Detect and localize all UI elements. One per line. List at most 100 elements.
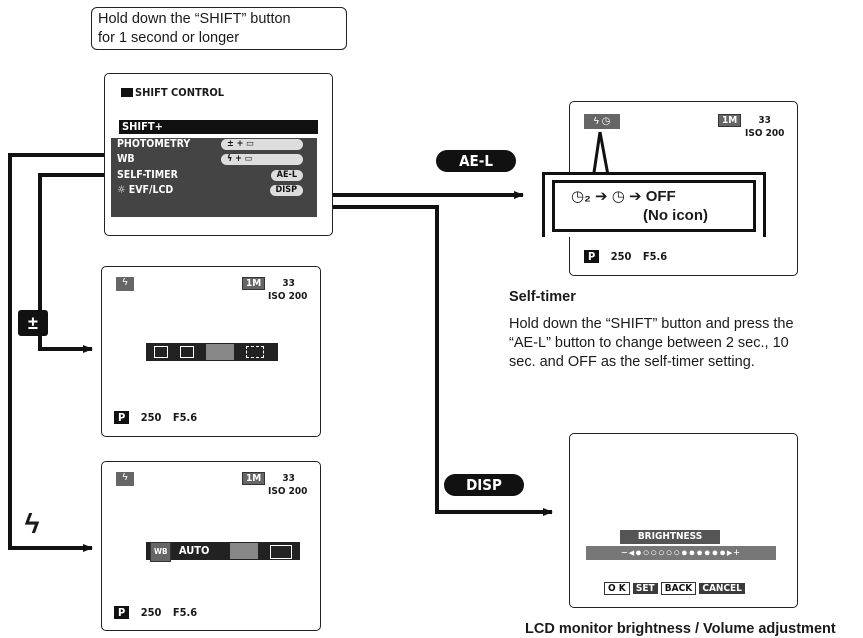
- timer-10s-icon: ◷: [611, 188, 625, 205]
- menu-item-label: PHOTOMETRY: [117, 138, 191, 150]
- iso-value: ISO 200: [268, 486, 308, 497]
- iso-value: ISO 200: [745, 128, 785, 139]
- wb-key-pill: ϟ + ▭: [221, 154, 303, 165]
- shift-row: SHIFT+: [119, 120, 318, 134]
- brightness-controls: O K SET BACK CANCEL: [604, 582, 745, 595]
- size-frames: 1M 33: [718, 114, 771, 127]
- cancel-label: CANCEL: [699, 583, 745, 594]
- plus-sign: +: [236, 139, 244, 149]
- self-timer-line-3: sec. and OFF as the self-timer setting.: [509, 354, 755, 370]
- lcd-caption: LCD monitor brightness / Volume adjustme…: [525, 621, 836, 637]
- exposure-readout: P 250 F5.6: [584, 250, 667, 263]
- self-timer-line-2: “AE-L” button to change between 2 sec., …: [509, 335, 789, 351]
- disp-key-pill: DISP: [269, 185, 303, 196]
- wb-fluorescent-2-icon[interactable]: [270, 545, 292, 559]
- status-icons: ϟ ◷: [584, 114, 620, 129]
- menu-item-label: WB: [117, 153, 135, 165]
- shutter-value: 250: [140, 411, 162, 424]
- shutter-value: 250: [140, 606, 162, 619]
- wb-label: WB: [150, 542, 172, 562]
- frame-count: 33: [282, 278, 295, 289]
- iso-value: ISO 200: [268, 291, 308, 302]
- aperture-value: F5.6: [172, 411, 198, 424]
- shift-instruction-callout: Hold down the “SHIFT” button for 1 secon…: [91, 7, 347, 50]
- mode-badge: P: [114, 411, 130, 424]
- mode-badge: P: [584, 250, 600, 263]
- wb-fluorescent-1-icon[interactable]: [230, 543, 258, 559]
- exposure-compensation-icon: ±: [227, 139, 234, 149]
- mode-badge: P: [114, 606, 130, 619]
- ael-key-pill: AE-L: [270, 170, 303, 181]
- flash-icon: ϟ: [227, 154, 233, 164]
- aperture-value: F5.6: [642, 250, 668, 263]
- self-timer-icon: ◷: [601, 116, 611, 127]
- exposure-readout: P 250 F5.6: [114, 411, 197, 424]
- right-branch-lines: [322, 191, 553, 516]
- menu-list: PHOTOMETRY ± + ▭ WB ϟ + ▭ SELF-TIMER AE-…: [111, 138, 317, 217]
- aperture-value: F5.6: [172, 606, 198, 619]
- photometry-key-pill: ± + ▭: [221, 139, 303, 150]
- brightness-label: BRIGHTNESS: [620, 530, 720, 544]
- size-frames: 1M 33: [242, 277, 295, 290]
- disp-button[interactable]: DISP: [444, 474, 524, 496]
- timer-2s-icon: ◷₂: [571, 188, 591, 205]
- self-timer-heading: Self-timer: [509, 289, 576, 305]
- flash-icon: ϟ: [24, 508, 40, 539]
- exposure-readout: P 250 F5.6: [114, 606, 197, 619]
- flash-icon: ϟ: [116, 277, 134, 291]
- multi-metering-icon[interactable]: [154, 346, 168, 358]
- ok-button[interactable]: O K: [604, 582, 630, 595]
- slider-dots: ●○○○○○●●●●●●: [635, 547, 727, 559]
- photometry-screen: ϟ 1M 33 ISO 200 P 250 F5.6: [101, 266, 321, 437]
- menu-item-label: SELF-TIMER: [117, 169, 178, 181]
- spot-metering-icon[interactable]: [180, 346, 194, 358]
- book-icon: [121, 88, 133, 97]
- menu-item-self-timer[interactable]: SELF-TIMER AE-L: [117, 169, 317, 182]
- callout-line-1: Hold down the “SHIFT” button: [98, 11, 291, 27]
- no-icon-label: (No icon): [643, 207, 708, 224]
- brightness-screen: BRIGHTNESS −◂●○○○○○●●●●●●▸+ O K SET BACK…: [569, 433, 798, 608]
- self-timer-screen: ϟ ◷ 1M 33 ISO 200 ◷₂ ➔ ◷ ➔ OFF (No icon)…: [542, 101, 798, 276]
- size-frames: 1M 33: [242, 472, 295, 485]
- set-label: SET: [632, 583, 658, 594]
- brightness-slider[interactable]: −◂●○○○○○●●●●●●▸+: [586, 546, 776, 560]
- menu-title-row: SHIFT CONTROL: [121, 86, 224, 99]
- menu-item-photometry[interactable]: PHOTOMETRY ± + ▭: [117, 138, 317, 151]
- menu-item-wb[interactable]: WB ϟ + ▭: [117, 153, 317, 166]
- plus-icon: +: [733, 547, 741, 559]
- wb-auto-option[interactable]: AUTO: [178, 544, 210, 557]
- flash-icon: ϟ: [116, 472, 134, 486]
- shutter-value: 250: [610, 250, 632, 263]
- menu-item-evf-lcd[interactable]: ☼ EVF/LCD DISP: [117, 184, 317, 197]
- wb-options: WB AUTO: [146, 542, 300, 562]
- frame-count: 33: [282, 473, 295, 484]
- metering-icon: ▭: [244, 154, 253, 164]
- frame-metering-icon[interactable]: [246, 346, 264, 358]
- image-size-badge: 1M: [242, 472, 266, 485]
- brightness-icon: ☼: [117, 184, 126, 196]
- menu-item-label: EVF/LCD: [128, 184, 174, 196]
- timer-sequence: ◷₂ ➔ ◷ ➔ OFF: [571, 187, 676, 205]
- self-timer-line-1: Hold down the “SHIFT” button and press t…: [509, 316, 794, 332]
- ael-button[interactable]: AE-L: [436, 150, 516, 172]
- average-metering-icon[interactable]: [206, 344, 234, 360]
- back-button[interactable]: BACK: [660, 582, 697, 595]
- menu-title: SHIFT CONTROL: [135, 86, 225, 99]
- photometry-options: [146, 343, 278, 361]
- timer-cycle-box: ◷₂ ➔ ◷ ➔ OFF (No icon): [552, 180, 756, 232]
- left-branch-lines: [8, 153, 104, 552]
- metering-icon: ▭: [246, 139, 254, 149]
- shift-control-screen: SHIFT CONTROL SHIFT+ PHOTOMETRY ± + ▭ WB…: [104, 73, 333, 236]
- self-timer-description: Self-timer Hold down the “SHIFT” button …: [509, 289, 861, 372]
- callout-line-2: for 1 second or longer: [98, 30, 240, 46]
- exposure-compensation-icon: ±: [18, 310, 48, 336]
- timer-off-label: OFF: [645, 188, 676, 205]
- plus-sign: +: [235, 154, 242, 164]
- arrow-right-icon: ➔: [594, 188, 608, 205]
- frame-count: 33: [758, 115, 771, 126]
- image-size-badge: 1M: [242, 277, 266, 290]
- minus-icon: −: [621, 547, 629, 559]
- white-balance-screen: ϟ 1M 33 ISO 200 WB AUTO P 250 F5.6: [101, 461, 321, 631]
- flash-icon: ϟ: [593, 116, 599, 127]
